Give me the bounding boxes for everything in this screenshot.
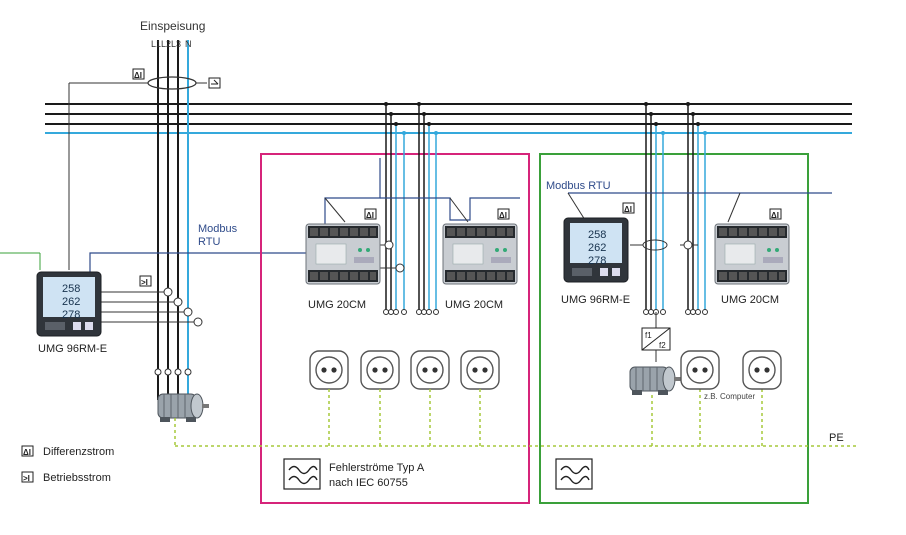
fc-label-f1: f1 (645, 331, 652, 340)
meter-c-value-1: 258 (588, 229, 606, 241)
legend-operating-icon: >I (21, 471, 34, 483)
left-meter-wiring (0, 82, 203, 327)
taps-box-b (630, 102, 708, 328)
rail-meter-b (442, 223, 518, 285)
meter-main-label: UMG 96RM-E (38, 343, 107, 355)
diff-icon-d: ΔI (769, 208, 782, 220)
legend-differential-label: Differenzstrom (43, 446, 114, 458)
meter-d-label: UMG 20CM (721, 294, 779, 306)
meter-c-value-3: 278 (588, 255, 606, 267)
frequency-converter (641, 327, 671, 362)
modbus-left-line1: Modbus (198, 223, 238, 235)
meter-c-label: UMG 96RM-E (561, 294, 630, 306)
subdistribution-b-frame (539, 153, 809, 504)
meter-main-value-1: 258 (62, 283, 80, 295)
diff-icon-feeder: ΔI (132, 68, 145, 80)
taps-box-a (378, 102, 439, 315)
feeder-motor (154, 368, 210, 423)
meter-main-value-2: 262 (62, 296, 80, 308)
converter-motor (629, 366, 682, 396)
phase-n: N (185, 39, 192, 49)
svg-text:ΔI: ΔI (624, 205, 632, 214)
main-busbars (45, 103, 852, 134)
svg-text:ΔI: ΔI (23, 448, 31, 457)
fault-current-line2: nach IEC 60755 (329, 477, 408, 489)
modbus-right-label: Modbus RTU (546, 180, 611, 192)
sockets-box-a (309, 350, 500, 390)
legend-operating-label: Betriebsstrom (43, 472, 111, 484)
rail-meter-d (714, 223, 790, 285)
sockets-box-b (680, 350, 782, 390)
phase-l3: L3 (171, 39, 181, 49)
svg-text:ΔI: ΔI (366, 211, 374, 220)
feeder-lines (157, 40, 189, 400)
subdistribution-a-frame (260, 153, 530, 504)
phase-l1: L1 (151, 39, 161, 49)
meter-main-value-3: 278 (62, 309, 80, 321)
rail-meter-a (305, 223, 381, 285)
meter-c-value-2: 262 (588, 242, 606, 254)
phase-l2: L2 (161, 39, 171, 49)
operating-icon-main: >I (139, 275, 152, 287)
fc-label-f2: f2 (659, 341, 666, 350)
pe-label: PE (829, 432, 844, 444)
svg-text:>I: >I (141, 278, 148, 287)
fault-current-symbol-b (555, 458, 593, 490)
diff-icon-a: ΔI (364, 208, 377, 220)
svg-text:ΔI: ΔI (499, 211, 507, 220)
svg-text:ΔI: ΔI (134, 71, 142, 80)
meter-a-label: UMG 20CM (308, 299, 366, 311)
legend-differential-icon: ΔI (21, 445, 34, 457)
modbus-left-line2: RTU (198, 236, 220, 248)
pe-line (174, 389, 858, 447)
meter-b-label: UMG 20CM (445, 299, 503, 311)
supply-title: Einspeisung (140, 19, 205, 33)
diff-icon-b: ΔI (497, 208, 510, 220)
svg-text:ΔI: ΔI (771, 211, 779, 220)
computer-label: z.B. Computer (704, 392, 755, 401)
fault-current-line1: Fehlerströme Typ A (329, 462, 425, 474)
svg-text:>I: >I (23, 474, 30, 483)
fault-current-symbol-a (283, 458, 321, 490)
diff-icon-c: ΔI (622, 202, 635, 214)
switch-icon-feeder (208, 77, 221, 89)
